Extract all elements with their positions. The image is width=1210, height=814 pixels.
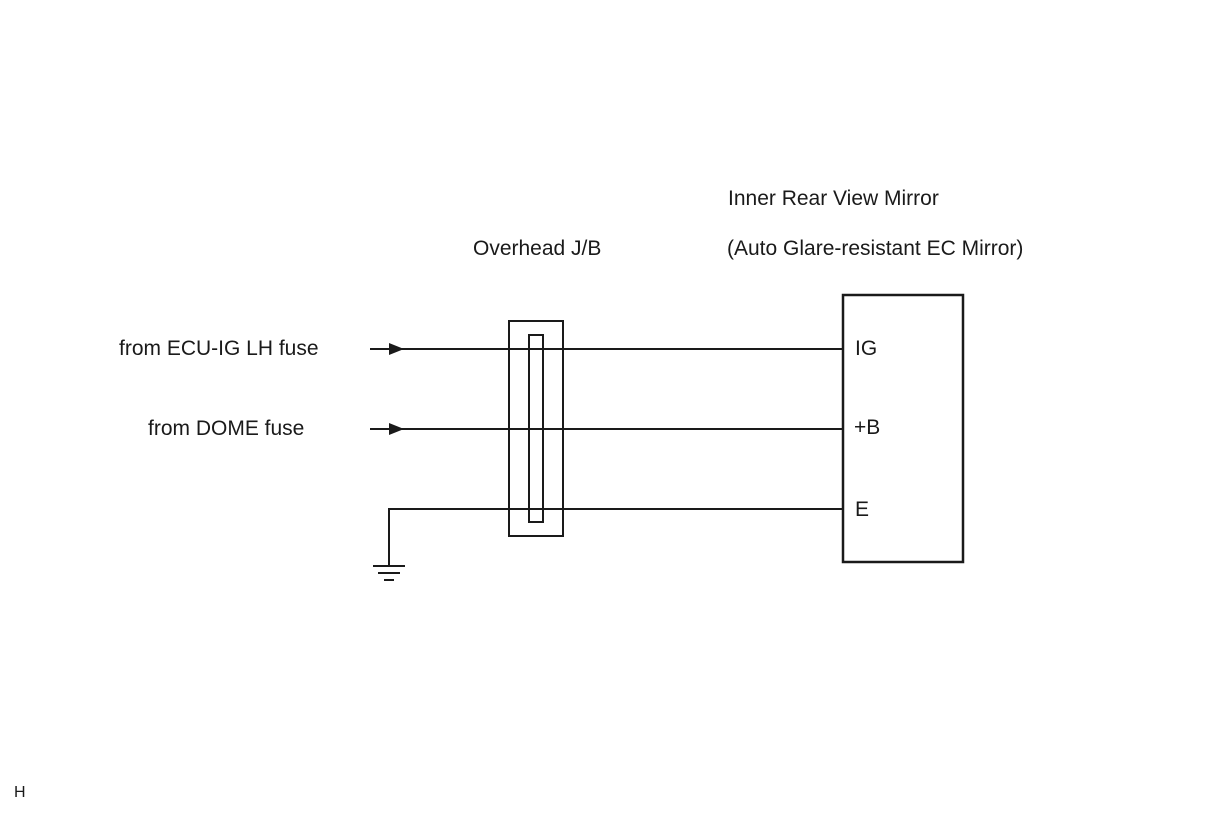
mirror-subtitle: (Auto Glare-resistant EC Mirror) bbox=[727, 237, 1024, 260]
wire-e bbox=[388, 508, 843, 566]
mirror-title: Inner Rear View Mirror bbox=[728, 187, 939, 210]
source-dome-fuse-label: from DOME fuse bbox=[148, 417, 305, 440]
junction-block-label: Overhead J/B bbox=[473, 237, 602, 260]
arrow-ig-icon bbox=[389, 343, 404, 355]
source-ig-fuse-label: from ECU-IG LH fuse bbox=[119, 337, 319, 360]
figure-code: H bbox=[14, 784, 26, 801]
ground-icon bbox=[373, 565, 405, 581]
pin-b-label: +B bbox=[854, 416, 881, 439]
arrow-dome-icon bbox=[389, 423, 404, 435]
pin-ig-label: IG bbox=[855, 337, 878, 360]
pin-e-label: E bbox=[855, 498, 870, 521]
